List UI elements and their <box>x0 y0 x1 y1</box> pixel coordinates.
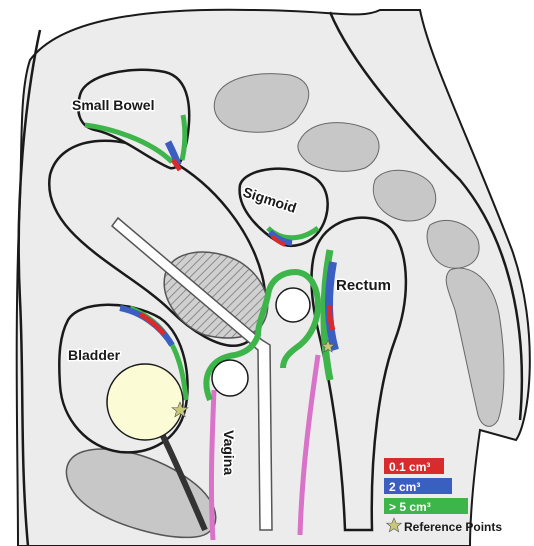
label-bladder: Bladder <box>68 347 121 363</box>
lower-ovoid <box>212 360 248 396</box>
vagina-wall-left <box>211 390 214 540</box>
label-vagina: Vagina <box>221 430 237 475</box>
bladder-ovoid <box>107 364 183 440</box>
legend-label-0: 0.1 cm³ <box>389 460 430 474</box>
label-small-bowel: Small Bowel <box>72 97 154 113</box>
upper-ovoid <box>276 288 310 322</box>
legend-label-1: 2 cm³ <box>389 480 420 494</box>
small-bowel-dose-green-2 <box>182 115 185 160</box>
legend-reference-label: Reference Points <box>404 520 502 534</box>
sacral-bone-2 <box>298 123 379 172</box>
legend-label-2: > 5 cm³ <box>389 500 431 514</box>
label-rectum: Rectum <box>336 277 391 294</box>
